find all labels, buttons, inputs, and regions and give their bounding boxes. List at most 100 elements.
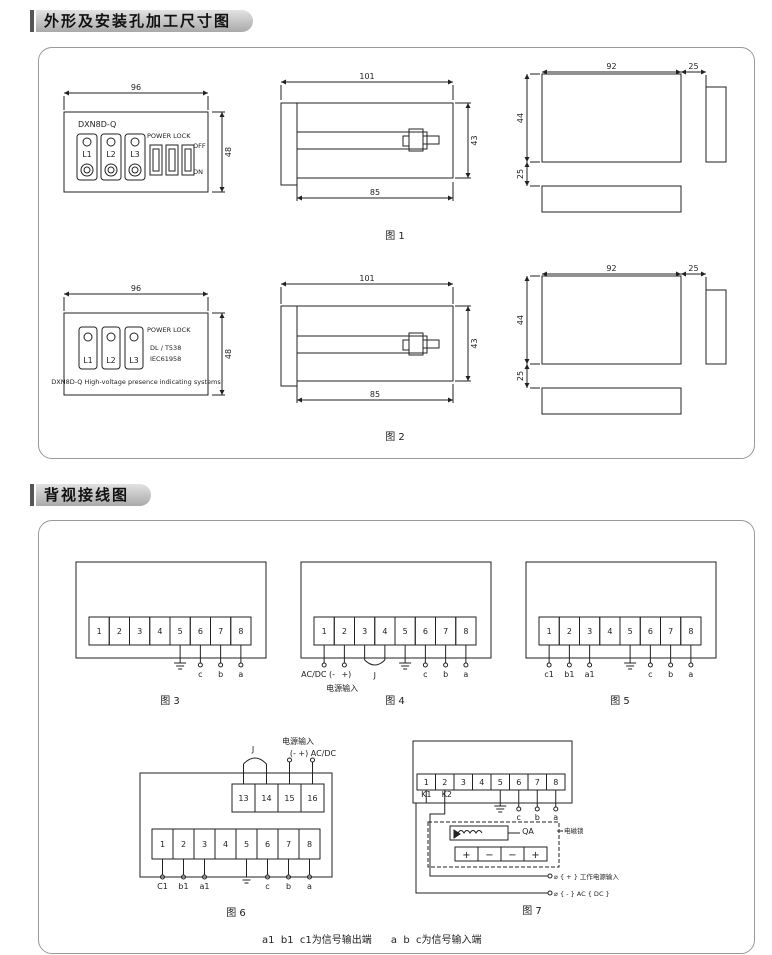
fig5-label-c: c <box>648 670 652 679</box>
fig7-terminal-num-3: 3 <box>461 778 466 787</box>
fig2-cutout-side <box>705 289 727 365</box>
fig4-label-b: b <box>443 670 448 679</box>
fig7-k2: K2 <box>442 790 452 799</box>
fig2-side-rod <box>296 335 428 354</box>
fig6-aux-terminal-num-14: 14 <box>261 794 271 803</box>
fig6-aux-terminal-num-13: 13 <box>238 794 248 803</box>
fig1-knob-1 <box>80 163 94 177</box>
fig3-housing <box>75 561 267 659</box>
fig1-on: ON <box>193 168 203 176</box>
fig6-label-c: c <box>265 882 269 891</box>
fig2-subtitle: DXN8D-Q High-voltage presence indicating… <box>51 378 221 386</box>
fig3-label-c: c <box>198 670 202 679</box>
fig6-label-b: b <box>286 882 291 891</box>
fig2-dim-cut-width-label: 92 <box>606 264 616 273</box>
fig5-label-b1: b1 <box>564 670 574 679</box>
fig3-terminal-num-8: 8 <box>238 627 243 636</box>
fig7-wire-k1 <box>415 790 548 894</box>
fig1-dim-side-height-label: 43 <box>470 135 479 145</box>
fig1-power-lock: POWER LOCK <box>147 132 191 140</box>
fig5-term-6 <box>647 662 653 668</box>
fig4-term-7 <box>443 662 449 668</box>
fig2-std2: IEC61958 <box>150 355 181 363</box>
fig2-lamp-1 <box>83 332 93 342</box>
fig4-terminal-num-5: 5 <box>403 627 408 636</box>
fig3-caption: 图 3 <box>160 695 180 707</box>
fig7-supply-sign-2: − <box>485 850 493 861</box>
fig4-term-2 <box>341 662 347 668</box>
fig1-dim-cut-vgap-label: 25 <box>516 169 525 179</box>
fig1-switch-rocker-3 <box>184 148 192 172</box>
fig5-terminal-num-8: 8 <box>688 627 693 636</box>
fig4-terminal-num-7: 7 <box>443 627 448 636</box>
fig5-label-a1: a1 <box>585 670 595 679</box>
fig4-terminal-num-3: 3 <box>362 627 367 636</box>
fig5-term-7 <box>668 662 674 668</box>
fig5-term-1 <box>546 662 552 668</box>
fig1-front-panel <box>63 111 209 193</box>
fig1-off: OFF <box>193 142 206 150</box>
fig6-term-3 <box>202 874 207 880</box>
fig7-terminal-num-2: 2 <box>442 778 447 787</box>
fig4-label-a: a <box>463 670 468 679</box>
fig1-side-body <box>296 102 454 179</box>
fig5-label-a: a <box>688 670 693 679</box>
fig3-term-8 <box>238 662 244 668</box>
fig4-terminal-num-1: 1 <box>322 627 327 636</box>
fig7-term-8 <box>553 806 559 812</box>
fig5-term-8 <box>688 662 694 668</box>
fig1-dim-cut-width-label: 92 <box>606 62 616 71</box>
fig7-term-plus <box>547 873 553 879</box>
fig4-housing <box>300 561 492 659</box>
fig6-aux-terminal-num-15: 15 <box>284 794 294 803</box>
fig1-dim-side-body-label: 85 <box>370 188 380 197</box>
fig3-terminal-num-2: 2 <box>117 627 122 636</box>
fig7-supply-sign-3: − <box>508 850 516 861</box>
fig2-std1: DL / T538 <box>150 344 181 352</box>
fig2-side-body <box>296 305 454 382</box>
fig1-lamp-frame-2 <box>100 133 122 181</box>
fig6-term-7 <box>286 874 291 880</box>
fig2-cutout-main <box>541 275 682 365</box>
fig6-terminal-num-8: 8 <box>307 840 312 849</box>
fig5-terminal-num-1: 1 <box>547 627 552 636</box>
fig3-term-6 <box>197 662 203 668</box>
fig3-terminal-num-7: 7 <box>218 627 223 636</box>
fig4-label-c: c <box>423 670 427 679</box>
fig1-side-bezel <box>280 102 298 186</box>
fig2-caption: 图 2 <box>385 431 405 443</box>
fig7-plus-line: ⌀ { + } 工作电源输入 <box>554 872 619 881</box>
wiring-panel <box>38 520 755 954</box>
fig2-dim-width-label: 96 <box>131 284 141 293</box>
fig1-lamp-1 <box>82 137 92 147</box>
fig2-dim-cut-gap-label: 25 <box>688 264 698 273</box>
fig2-dim-side-total-label: 101 <box>359 274 374 283</box>
fig7-label-b: b <box>535 813 540 822</box>
fig1-dim-width-label: 96 <box>131 83 141 92</box>
fig7-terminal-num-8: 8 <box>553 778 558 787</box>
fig6-label-C1: C1 <box>157 882 168 891</box>
fig6-label-a1: a1 <box>200 882 210 891</box>
fig1-cutout-side <box>705 86 727 163</box>
fig1-cutout-bottom <box>541 185 682 213</box>
fig5-caption: 图 5 <box>610 695 630 707</box>
fig6-term-8 <box>307 874 312 880</box>
fig1-switch-3 <box>181 144 195 176</box>
fig6-terminal-num-6: 6 <box>265 840 270 849</box>
fig6-aux-terminal-num-16: 16 <box>307 794 317 803</box>
fig1-dim-height-label: 48 <box>224 147 233 157</box>
footnote: a1 b1 c1为信号输出端 a b c为信号输入端 <box>262 935 482 946</box>
fig4-term-6 <box>422 662 428 668</box>
fig7-terminal-num-5: 5 <box>498 778 503 787</box>
fig3-label-b: b <box>218 670 223 679</box>
fig7-label-c: c <box>517 813 521 822</box>
fig1-switch-rocker-2 <box>168 148 176 172</box>
fig2-dim-side-body-label: 85 <box>370 390 380 399</box>
fig4-terminal-num-6: 6 <box>423 627 428 636</box>
fig1-knob-inner-3 <box>131 166 139 174</box>
fig2-lamp-frame-2 <box>101 326 121 370</box>
fig6-terminal-num-7: 7 <box>286 840 291 849</box>
fig1-knob-2 <box>104 163 118 177</box>
fig1-lamp-label-1: L1 <box>82 150 92 159</box>
